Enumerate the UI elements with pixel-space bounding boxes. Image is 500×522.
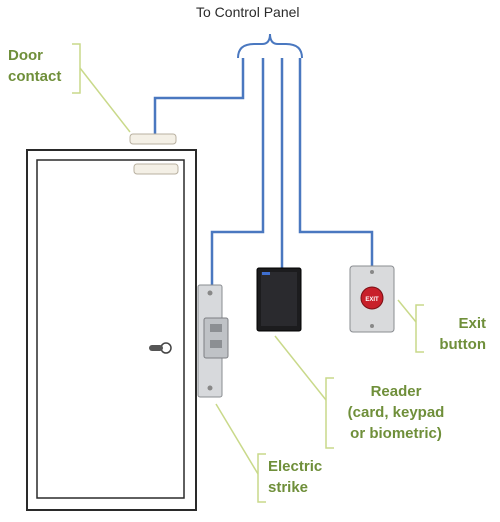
door-contact-label: Door contact xyxy=(8,45,61,87)
exit-button-callout-line xyxy=(397,299,417,323)
strike-callout-line xyxy=(215,403,259,475)
door-handle-icon xyxy=(149,342,172,354)
exit-button-label: Exit button xyxy=(428,313,486,355)
exit-button-label-line2: button xyxy=(439,336,486,353)
door-contact-callout-line xyxy=(79,67,131,133)
door-leaf xyxy=(36,159,185,499)
exit-button-label-line1: Exit xyxy=(458,315,486,332)
control-panel-brace xyxy=(237,33,303,59)
reader-callout-bracket xyxy=(325,377,334,449)
callout-lines xyxy=(72,43,424,503)
reader-label-line1: Reader xyxy=(370,383,422,400)
reader-label-line3: or biometric) xyxy=(350,425,442,442)
exit-button-device: EXIT xyxy=(349,265,395,333)
reader-label: Reader (card, keypad or biometric) xyxy=(334,381,458,444)
wire-electric-strike xyxy=(210,58,265,285)
card-reader-device xyxy=(256,267,302,332)
control-panel-title: To Control Panel xyxy=(196,4,300,20)
strike-callout-bracket xyxy=(257,453,266,503)
electric-strike-label: Electric strike xyxy=(268,456,322,498)
door-contact-sensor xyxy=(129,133,179,175)
electric-strike-label-line2: strike xyxy=(268,479,309,496)
door-contact-label-line2: contact xyxy=(8,68,62,85)
door-contact-label-line1: Door xyxy=(8,47,43,64)
door xyxy=(26,149,197,511)
electric-strike-label-line1: Electric xyxy=(268,458,323,475)
electric-strike-device xyxy=(197,284,229,398)
wire-exit-button xyxy=(298,58,374,266)
reader-label-line2: (card, keypad xyxy=(347,404,445,421)
wiring xyxy=(153,58,374,285)
exit-button-face-text: EXIT xyxy=(365,297,379,303)
reader-callout-line xyxy=(274,335,327,401)
exit-button-callout-bracket xyxy=(415,304,424,353)
door-contact-callout-bracket xyxy=(72,43,81,94)
wire-door-contact xyxy=(153,58,245,135)
